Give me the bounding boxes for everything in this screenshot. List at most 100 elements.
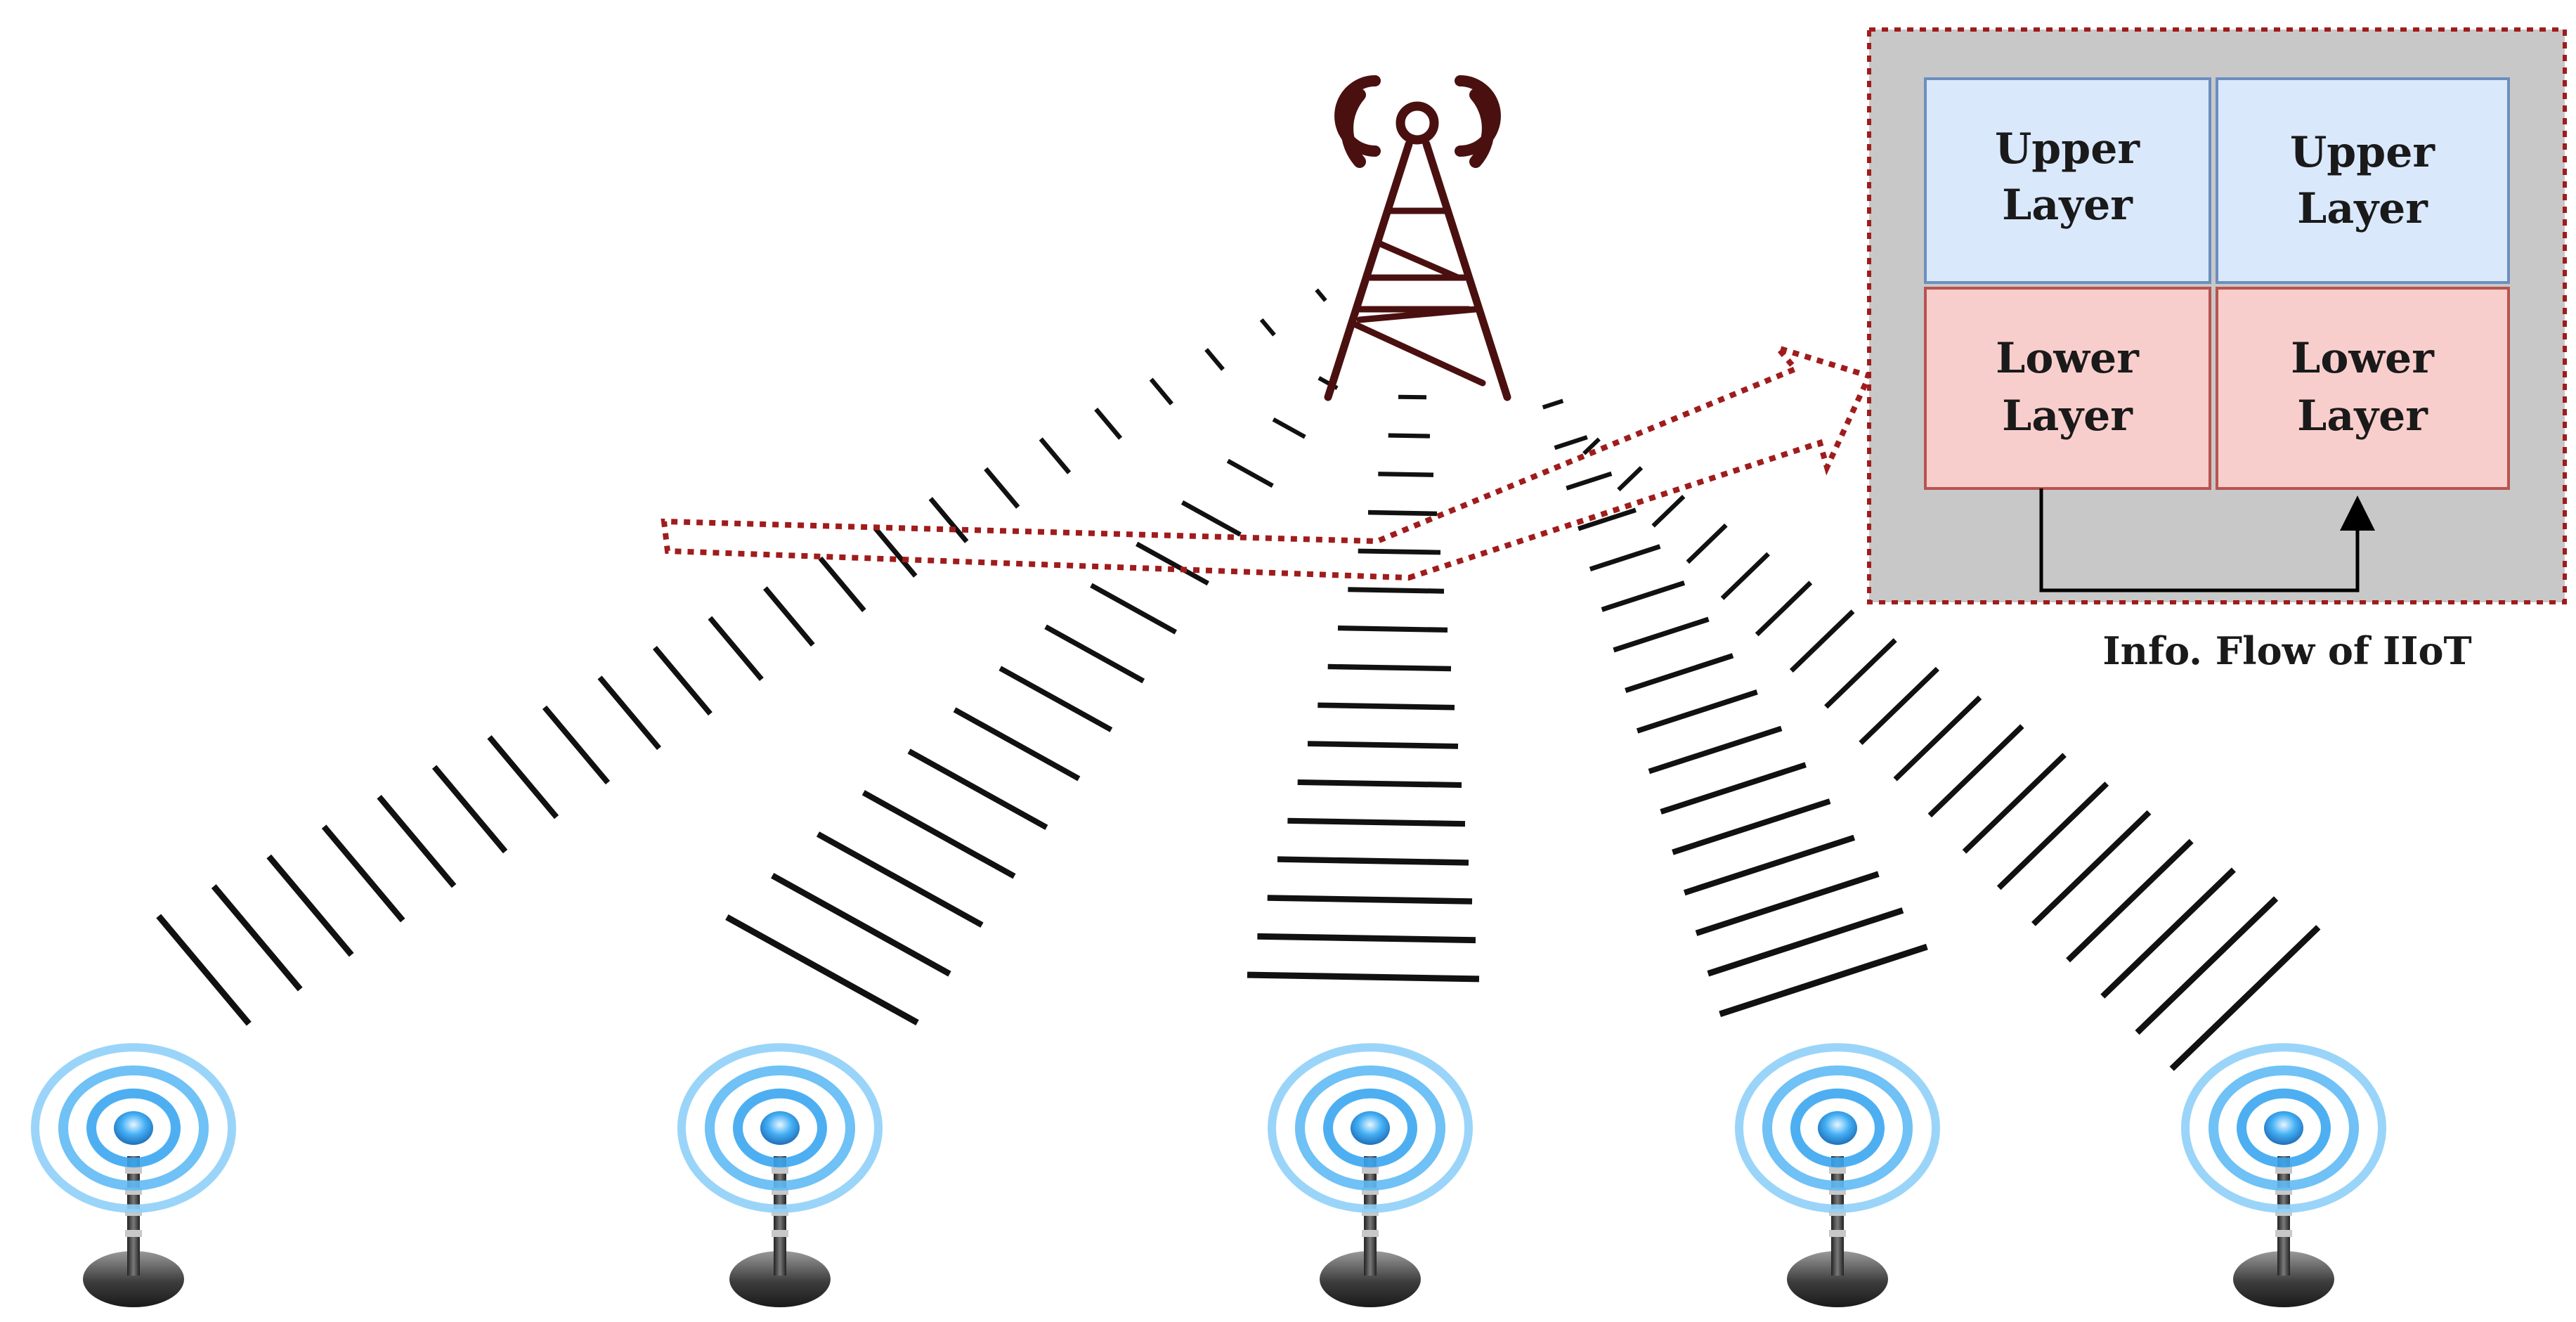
wave-stripe (1695, 871, 1880, 936)
node-signal-ring (1735, 1043, 1940, 1213)
wave-stripe (1287, 817, 1466, 827)
node-signal-ring (1268, 1043, 1473, 1213)
lower-layer-block-right: Lower Layer (2216, 287, 2510, 490)
wave-stripe (1554, 435, 1588, 451)
wave-stripe (1358, 548, 1441, 555)
wave-stripe (211, 884, 303, 992)
wave-stripe (1686, 523, 1728, 564)
wave-stripe (1789, 609, 1855, 673)
wave-stripe (1996, 782, 2109, 890)
wave-stripe (156, 914, 252, 1026)
upper-layer-left-line1: Upper (1995, 124, 2140, 174)
wave-stripe (1272, 417, 1306, 439)
node-signal-ring (2181, 1043, 2386, 1213)
panel-caption: Info. Flow of IIoT (2102, 628, 2471, 673)
iiot-device-node-icon (2181, 1043, 2386, 1307)
upper-layer-right-line2: Layer (2297, 184, 2428, 233)
node-pole-band (1829, 1230, 1846, 1237)
node-signal-ring (2237, 1088, 2331, 1168)
wave-stripe (1044, 624, 1145, 684)
wave-stripe (861, 790, 1016, 879)
wave-stripe (1180, 500, 1242, 537)
wave-stripe (1307, 741, 1459, 749)
wave-stripe (1617, 466, 1644, 492)
base-station-tower-icon (1324, 75, 1511, 401)
wave-stripe (2031, 810, 2152, 926)
node-pole-band (125, 1167, 142, 1174)
wave-stripe (1660, 762, 1807, 815)
wave-stripe (816, 831, 984, 928)
iiot-device-node-icon (677, 1043, 883, 1307)
wave-stripe (1226, 458, 1274, 488)
wave-stripe (725, 914, 919, 1026)
wave-stripe (873, 526, 918, 578)
node-signal-ring (2209, 1065, 2359, 1191)
wave-stripe (1149, 377, 1173, 406)
wave-stripe (763, 586, 815, 647)
wave-stripe (542, 705, 611, 785)
node-base (729, 1251, 831, 1307)
wave-stripe (1578, 507, 1637, 531)
wave-stripe (1566, 471, 1613, 491)
node-signal-ring (733, 1088, 827, 1168)
node-pole-band (2275, 1167, 2292, 1174)
node-signal-ring (31, 1043, 236, 1213)
wave-stripe (928, 497, 969, 543)
wave-stripe (1318, 702, 1455, 711)
wave-stripe (953, 707, 1081, 782)
wave-stripe (321, 824, 405, 923)
wave-stripe (1648, 725, 1783, 775)
node-pole-band (772, 1167, 788, 1174)
wave-stripe (1636, 689, 1758, 734)
wave-stripe (1348, 587, 1445, 594)
node-pole-band (1362, 1167, 1379, 1174)
wave-stripe (1893, 695, 1982, 782)
wave-stripe (1962, 753, 2067, 854)
node-base (1320, 1251, 1421, 1307)
info-flow-arrow (661, 342, 1873, 581)
node-pole-band (1829, 1167, 1846, 1174)
wave-stripe (1755, 581, 1813, 637)
wave-stripe (1094, 407, 1123, 440)
wave-stripe (1601, 580, 1686, 612)
node-signal-ring (1790, 1088, 1885, 1168)
node-core (114, 1111, 153, 1145)
wave-stripe (998, 666, 1113, 732)
wave-stripe (1090, 583, 1178, 635)
wave-stripe (1297, 779, 1462, 788)
radio-waves (156, 288, 2321, 1071)
iiot-device-node-icon (1268, 1043, 1473, 1307)
wave-stripe (1337, 626, 1448, 633)
lower-layer-left-line2: Layer (2002, 391, 2133, 441)
node-signal-ring (86, 1088, 181, 1168)
wave-stripe (1259, 318, 1276, 337)
wave-stripe (1824, 637, 1897, 709)
device-nodes (31, 1043, 2386, 1307)
node-core (1351, 1111, 1390, 1145)
node-signal-ring (58, 1065, 209, 1191)
upper-layer-block-left: Upper Layer (1924, 77, 2211, 284)
wave-stripe (1542, 398, 1564, 410)
wave-stripe (1398, 394, 1427, 400)
node-pole-band (125, 1188, 142, 1195)
wave-stripe (1582, 437, 1601, 455)
iiot-device-node-icon (1735, 1043, 1940, 1307)
wave-stripe (818, 556, 866, 612)
wave-stripe (1927, 724, 2024, 818)
info-flow-panel: Upper Layer Upper Layer Lower Layer Lowe… (1867, 27, 2567, 673)
node-base (83, 1251, 184, 1307)
node-base (2233, 1251, 2334, 1307)
node-core (760, 1111, 800, 1145)
lower-layer-left-line1: Lower (1996, 334, 2140, 383)
wave-stripe (984, 467, 1020, 509)
wave-stripe (2100, 867, 2236, 999)
node-signal-ring (1762, 1065, 1913, 1191)
wave-stripe (1613, 616, 1710, 653)
wave-stripe (1247, 971, 1480, 983)
wave-stripe (1720, 552, 1770, 600)
wave-stripe (652, 646, 713, 716)
wave-stripe (1707, 907, 1904, 977)
node-pole-band (772, 1230, 788, 1237)
wave-stripe (771, 872, 951, 977)
